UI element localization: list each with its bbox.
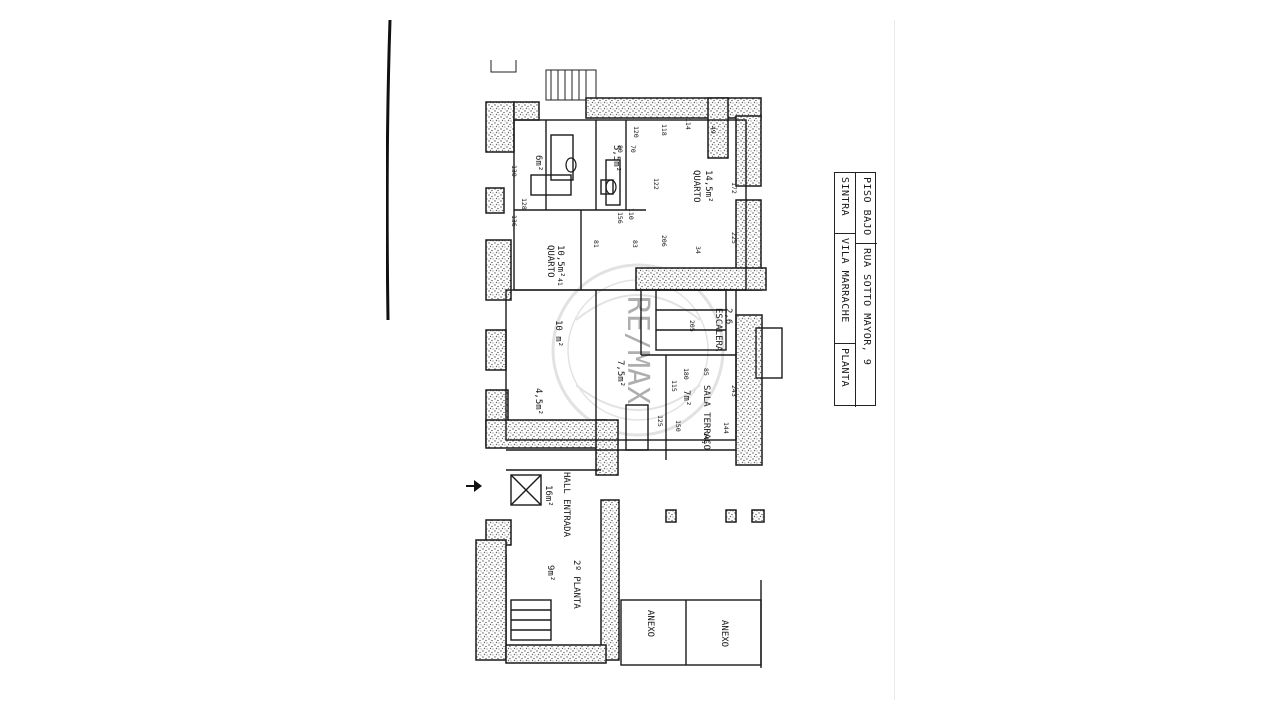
room-area-wc-1: 6m²	[533, 155, 543, 171]
title-property: VILA MARRACHE	[835, 233, 855, 343]
title-row-2: SINTRA VILA MARRACHE PLANTA	[835, 173, 856, 407]
dim-label: 130	[510, 165, 518, 177]
dim-label: 145	[702, 432, 710, 444]
dim-label: 180	[682, 368, 690, 380]
room-area-segundo: 9m²	[545, 565, 555, 581]
toilet-icons	[565, 157, 617, 195]
entrance-arrow-icon	[466, 480, 482, 492]
room-area-75: 7,5m²	[615, 360, 625, 387]
dim-label: 172	[730, 182, 738, 194]
room-area-wc-2: 5,5m²	[611, 145, 621, 172]
room-area-escada: 2,6	[723, 308, 733, 324]
dim-label: 136	[510, 215, 518, 227]
dim-label: 70	[629, 145, 637, 153]
dim-label: 122	[652, 178, 660, 190]
room-name-segundo: 2º PLANTA	[571, 560, 581, 609]
room-name-escada: ESCALERA	[713, 308, 723, 352]
dim-label: 225	[730, 232, 738, 244]
dim-label: 120	[632, 126, 640, 138]
room-labels: 6m² 5,5m² QUARTO 14,5m² QUARTO 10,5m² 10…	[533, 145, 733, 647]
dimension-labels: 114 49 172 225 34 206 81 122 156 110 136…	[510, 118, 738, 444]
dim-label: 110	[627, 208, 635, 220]
dim-label: 243	[730, 385, 738, 397]
watermark-text: RE/MAX	[620, 296, 655, 404]
room-name-anexo-2: ANEXO	[719, 620, 729, 647]
title-block: PISO BAJO RUA SOTTO MAYOR, 9 SINTRA VILA…	[834, 172, 877, 407]
room-name-quarto-1: QUARTO	[691, 170, 701, 203]
room-name-quarto-2: QUARTO	[545, 245, 555, 278]
dim-label: 81	[592, 240, 600, 248]
room-area-quarto-1: 14,5m²	[703, 170, 713, 203]
dim-label: 150	[674, 420, 682, 432]
room-area-hall: 16m²	[543, 485, 553, 507]
title-plan: PLANTA	[835, 343, 855, 407]
dim-label: 125	[656, 415, 664, 427]
dim-label: 156	[616, 212, 624, 224]
dim-label: 80	[616, 145, 624, 153]
dim-label: 206	[660, 235, 668, 247]
title-floor: PISO BAJO	[861, 177, 872, 236]
title-city: SINTRA	[839, 177, 851, 217]
dim-label: 49	[709, 126, 717, 134]
room-area-10: 10 m²	[553, 320, 563, 347]
scan-edge	[386, 20, 392, 321]
room-name-sala: SALA TERRAÇO	[701, 385, 711, 450]
title-row-1: PISO BAJO RUA SOTTO MAYOR, 9	[856, 173, 877, 407]
dim-label: 205	[688, 320, 696, 332]
dim-label: 41	[556, 278, 564, 286]
room-area-sala: 7m²	[681, 390, 691, 406]
walls	[475, 97, 767, 664]
room-area-45: 4,5m²	[533, 388, 543, 415]
dim-label: 114	[684, 118, 692, 130]
top-stair	[490, 60, 597, 101]
room-name-anexo-1: ANEXO	[645, 610, 655, 637]
partitions	[505, 119, 783, 668]
dim-label: 128	[520, 198, 528, 210]
room-area-quarto-2: 10,5m²	[555, 245, 565, 278]
drawing-sheet: RE/MAX	[386, 20, 895, 700]
dim-label: 144	[722, 422, 730, 434]
room-name-hall: HALL ENTRADA	[561, 472, 571, 538]
dim-label: 118	[660, 124, 668, 136]
dim-label: 83	[631, 240, 639, 248]
title-address: RUA SOTTO MAYOR, 9	[856, 243, 877, 407]
dim-label: 115	[670, 380, 678, 392]
dim-label: 34	[694, 246, 702, 254]
dim-label: 85	[702, 368, 710, 376]
floor-plan: RE/MAX	[386, 20, 783, 668]
